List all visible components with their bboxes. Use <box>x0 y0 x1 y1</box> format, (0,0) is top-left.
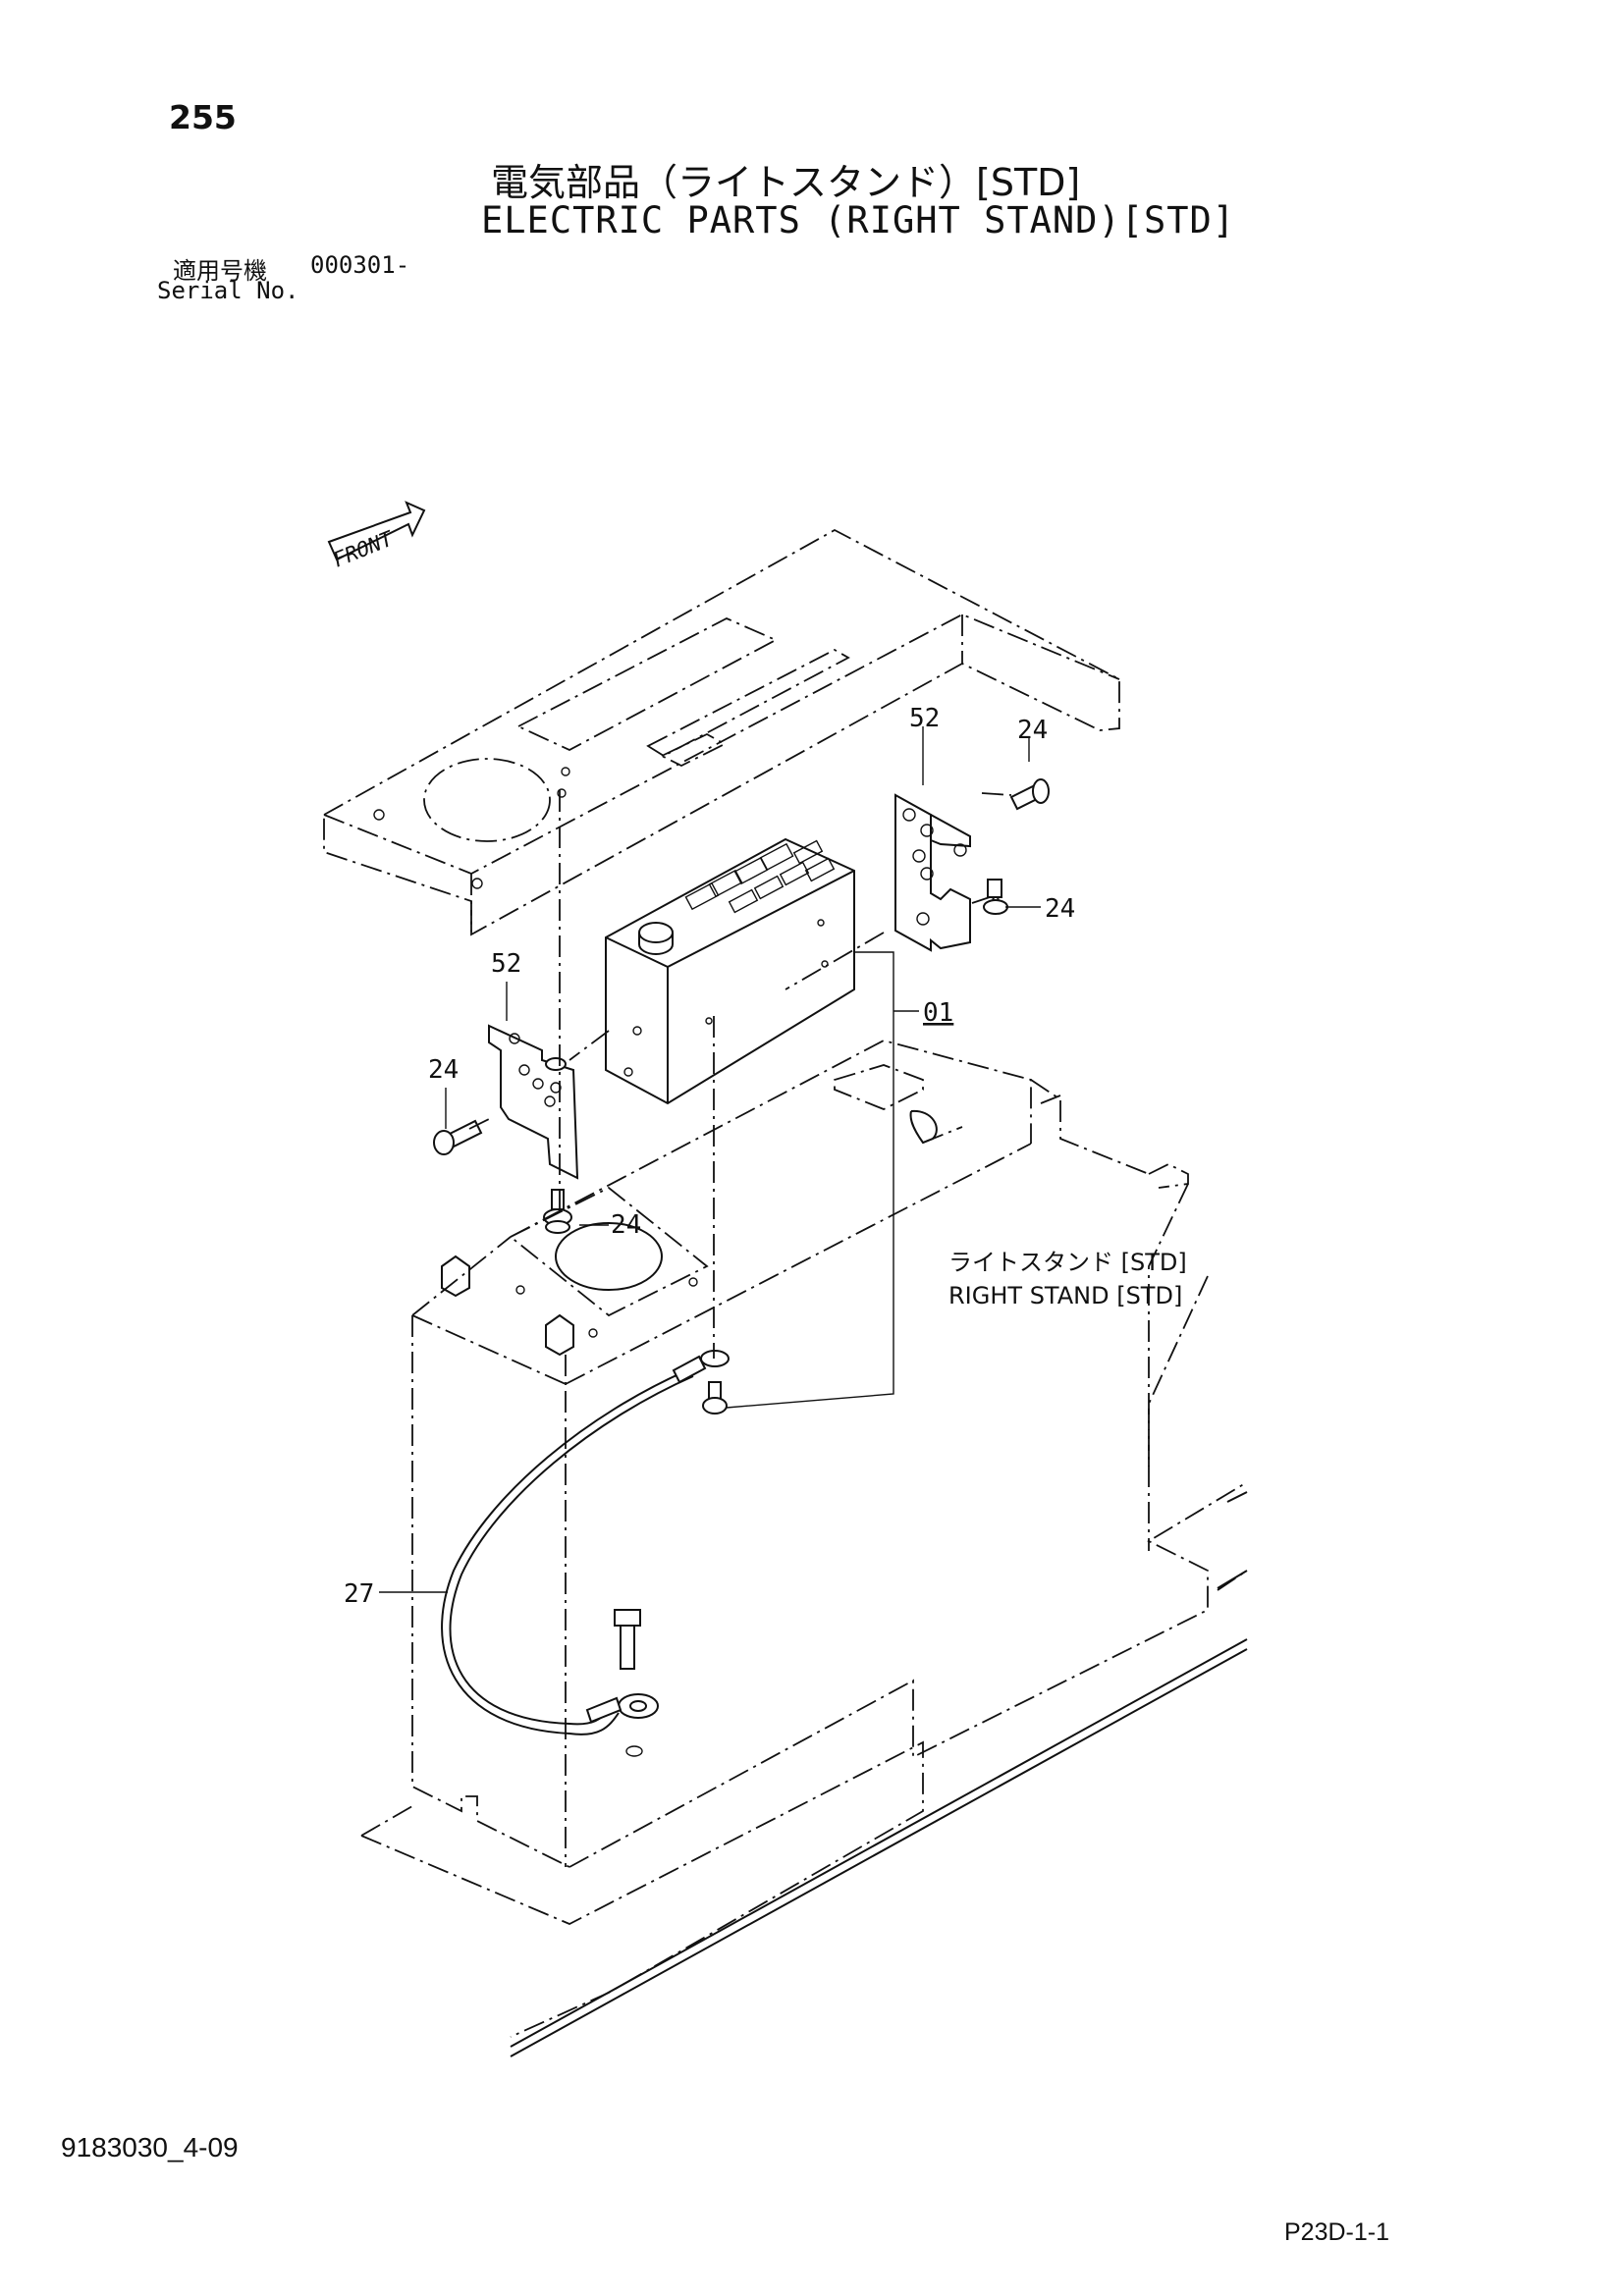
callout-bolt-lower: 24 <box>611 1210 641 1240</box>
serial-label-japanese: 適用号機 <box>173 257 267 285</box>
front-arrow-icon: FRONT <box>327 501 426 572</box>
washer-and-bolt-icon <box>700 1350 730 1415</box>
page-code: P23D-1-1 <box>1284 2218 1389 2246</box>
callout-right-bracket: 52 <box>909 704 940 733</box>
bolt-lower-icon <box>543 1189 572 1234</box>
front-marker-label: FRONT <box>330 526 398 571</box>
callout-cable: 27 <box>344 1579 374 1609</box>
console-cover-plate <box>323 528 1120 936</box>
right-bracket <box>894 793 971 952</box>
serial-value: 000301- <box>310 251 410 279</box>
left-bracket <box>488 1024 579 1180</box>
callout-bolt-left: 24 <box>428 1055 459 1085</box>
assembly-label-japanese: ライトスタンド [STD] <box>948 1249 1187 1276</box>
serial-label-english: Serial No. <box>157 277 299 304</box>
document-code: 9183030_4-09 <box>61 2132 239 2163</box>
right-stand-frame <box>360 1040 1248 2057</box>
page-title-english: ELECTRIC PARTS (RIGHT STAND)[STD] <box>481 199 1236 241</box>
callout-controller: 01 <box>923 998 953 1028</box>
ground-bolt-icon <box>614 1609 659 1757</box>
ground-cable <box>441 1355 707 1735</box>
callout-bolt-right-mid: 24 <box>1045 894 1075 924</box>
bolt-right-mid-icon <box>983 879 1008 915</box>
page-number: 255 <box>169 98 237 136</box>
callout-bolt-right-top: 24 <box>1017 716 1048 745</box>
callout-left-bracket: 52 <box>491 949 521 979</box>
controller-unit <box>605 837 855 1105</box>
page-title-japanese: 電気部品（ライトスタンド）[STD] <box>491 161 1081 204</box>
assembly-label-english: RIGHT STAND [STD] <box>948 1282 1182 1309</box>
leader-lines <box>379 726 1209 1593</box>
bolt-right-top-icon <box>1009 778 1050 811</box>
